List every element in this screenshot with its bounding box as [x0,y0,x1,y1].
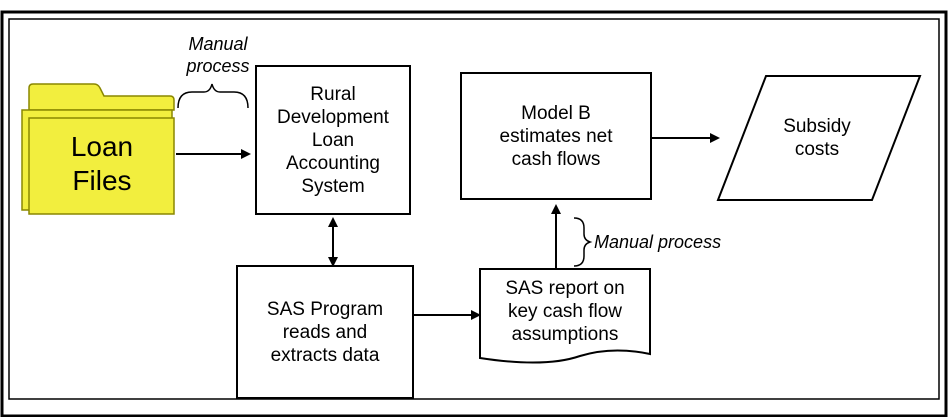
manual-process-right-label: Manual process [594,232,722,252]
inner-frame [8,18,940,400]
subsidy-parallelogram [716,75,922,201]
manual-process-top-label: Manual process [186,34,250,76]
model-b-label: Model B estimates net cash flows [499,102,613,170]
sas-program-box: SAS Program reads and extracts data [236,265,414,399]
sas-report-label: SAS report on key cash flow assumptions [505,277,625,345]
brace-right [573,217,593,267]
rural-development-label: Rural Development Loan Accounting System [277,83,389,197]
sas-report-document [479,268,651,364]
outer-frame [0,10,948,417]
sas-program-label: SAS Program reads and extracts data [266,298,384,366]
subsidy-label: Subsidy costs [783,116,851,160]
loan-files-label: Loan Files [70,131,134,196]
folder-icon [21,83,175,215]
rural-development-box: Rural Development Loan Accounting System [255,65,411,215]
brace-top [177,83,249,109]
model-b-box: Model B estimates net cash flows [460,72,652,200]
